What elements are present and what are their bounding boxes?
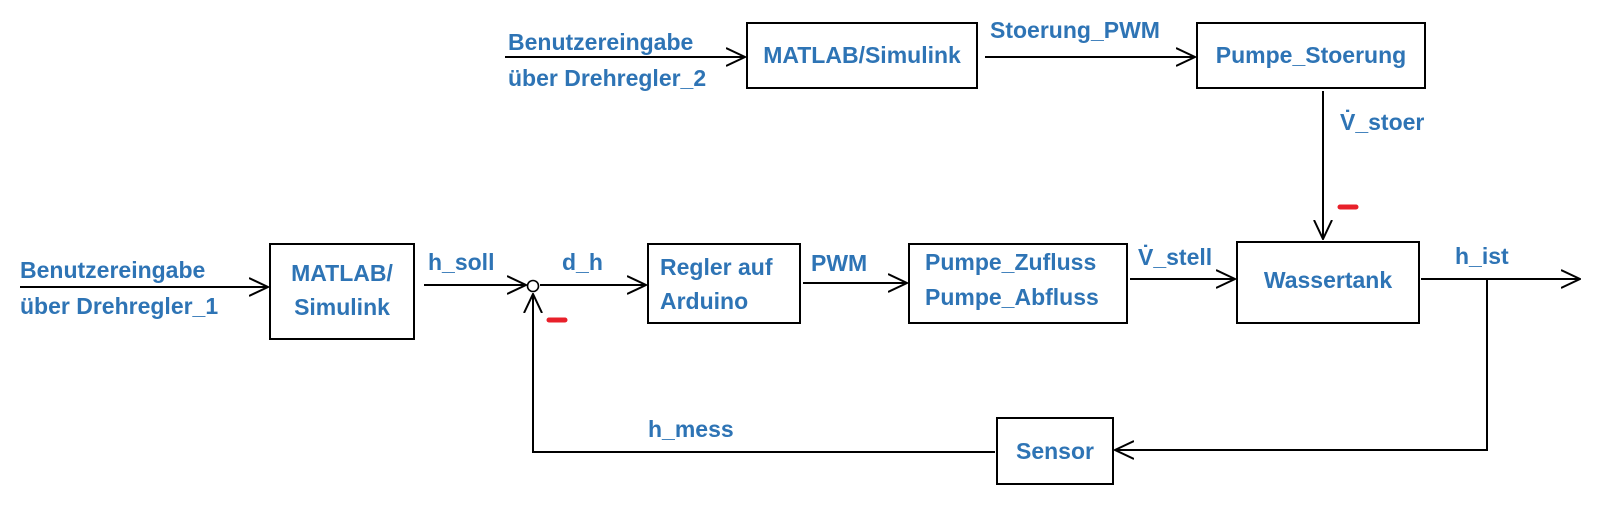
matlab-simulink-block-1 [269,243,415,340]
input-2-line2: über Drehregler_2 [508,65,706,91]
pumpe-zufluss-abfluss-block [908,243,1128,324]
pumpe-zufluss-label: Pumpe_Zufluss [925,249,1096,275]
matlab-simulink-block-2 [746,22,978,89]
regler-arduino-block [647,243,801,324]
pumpe-stoerung-block [1196,22,1426,89]
matlab-simulink-2-label: MATLAB/Simulink [763,42,961,68]
signal-h-ist: h_ist [1455,243,1509,269]
input-1-line2: über Drehregler_1 [20,293,218,319]
signal-v-stell: V̇_stell [1138,244,1212,270]
signal-h-soll: h_soll [428,249,494,275]
wassertank-label: Wassertank [1264,267,1392,293]
input-1-line1: Benutzereingabe [20,257,205,283]
matlab-simulink-1-line1: MATLAB/ [291,260,393,286]
sensor-label: Sensor [1016,438,1094,464]
signal-h-mess: h_mess [648,416,734,442]
signal-stoerung-pwm: Stoerung_PWM [990,17,1160,43]
signal-v-stoer: V̇_stoer [1340,109,1424,135]
regler-arduino-line2: Arduino [660,288,748,314]
signal-d-h: d_h [562,249,603,275]
pumpe-stoerung-label: Pumpe_Stoerung [1216,42,1406,68]
wassertank-block [1236,241,1420,324]
feedback-to-sensor [1115,279,1488,450]
sensor-block [996,417,1114,485]
matlab-simulink-1-line2: Simulink [294,294,390,320]
summing-junction [526,279,540,293]
signal-pwm: PWM [811,250,867,276]
pumpe-abfluss-label: Pumpe_Abfluss [925,284,1099,310]
arrow-h-mess [533,294,995,453]
regler-arduino-line1: Regler auf [660,254,773,280]
input-2-line1: Benutzereingabe [508,29,693,55]
